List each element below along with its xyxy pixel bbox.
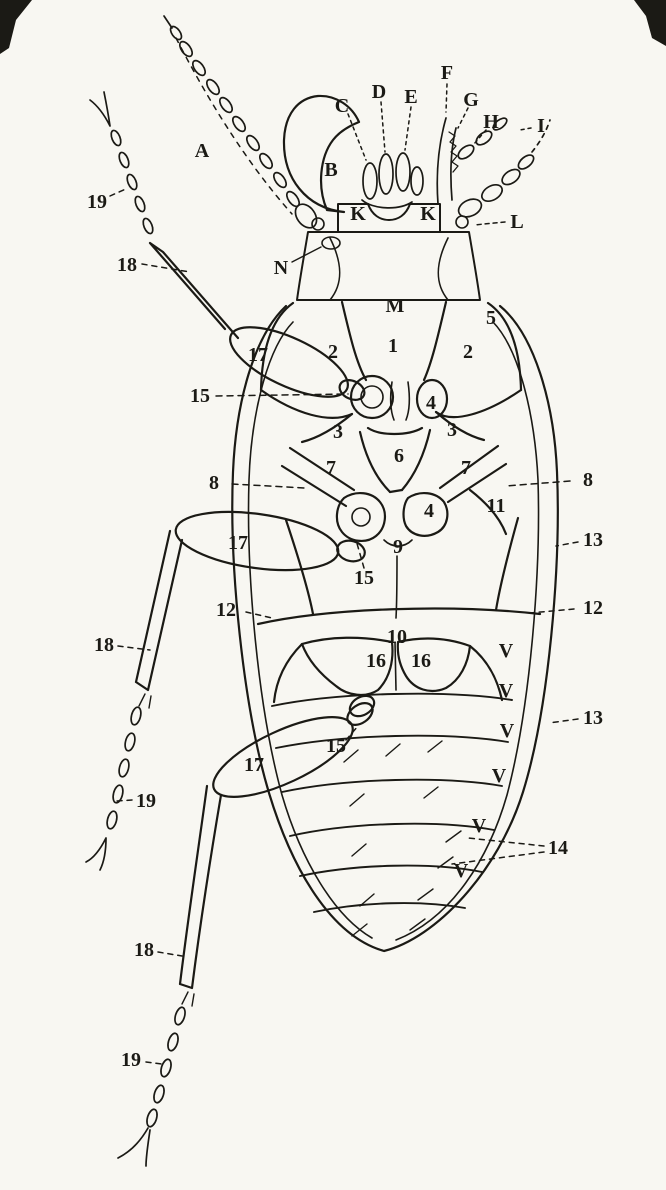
mid-coxa-left [335, 492, 386, 542]
hind-trochanter [348, 694, 376, 718]
hind-left-leg [117, 701, 374, 1167]
hind-tibia [178, 784, 223, 990]
middle-trochanter [336, 539, 366, 563]
abdomen-hash-marks [343, 740, 462, 937]
scan-artifact-top-left [0, 0, 32, 54]
hind-tarsus [117, 1006, 186, 1167]
scan-artifact-top-right [634, 0, 666, 46]
middle-left-leg [85, 510, 366, 871]
prothorax [259, 300, 523, 444]
front-femur [229, 326, 349, 398]
front-left-leg [89, 91, 366, 401]
middle-tarsus [85, 706, 142, 871]
labial-maxillary-palps [361, 152, 424, 209]
metathorax [256, 516, 542, 718]
front-tarsus [89, 91, 154, 235]
middle-femur [174, 510, 340, 572]
left-mandible [282, 94, 361, 214]
body-outline [231, 304, 559, 953]
front-coxa-right [415, 378, 449, 420]
front-trochanter [338, 379, 366, 401]
abdomen-ventrites [271, 692, 513, 937]
middle-tibia [134, 529, 184, 692]
left-antenna [163, 15, 318, 229]
mesothorax [280, 426, 508, 547]
right-antenna [457, 119, 551, 218]
mid-coxa-right [402, 492, 449, 537]
front-coxa-left [349, 374, 395, 420]
head-capsule [291, 203, 481, 301]
front-tibia [148, 241, 240, 340]
right-maxilla [436, 117, 508, 205]
leader-lines [109, 37, 579, 1065]
